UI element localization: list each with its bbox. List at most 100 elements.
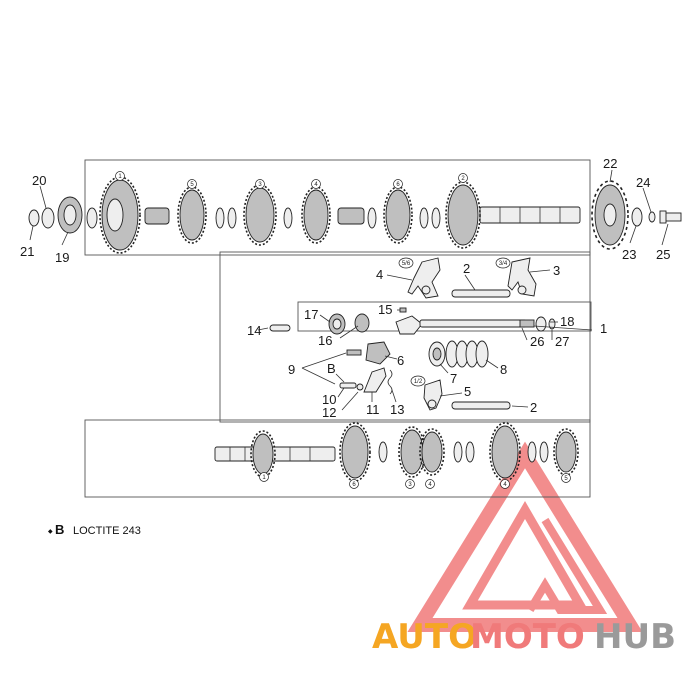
gear-6-selector	[365, 341, 391, 365]
callout-24: 24	[636, 175, 650, 190]
sprocket-22	[591, 180, 629, 250]
callout-10: 10	[322, 392, 336, 407]
svg-text:3/4: 3/4	[499, 261, 508, 267]
bearing-17	[328, 313, 346, 335]
leader-lines	[29, 169, 669, 411]
svg-text:6: 6	[396, 182, 400, 188]
spring-13	[387, 369, 393, 395]
watermark-auto: AUTO	[372, 617, 477, 657]
callout-21: 21	[20, 244, 34, 259]
callout-17: 17	[304, 307, 318, 322]
primary-shaft-assembly	[479, 206, 581, 224]
callout-8: 8	[500, 362, 507, 377]
watermark-text: AUTO MOTO HUB	[372, 617, 676, 657]
washer-24	[648, 211, 656, 223]
gear-top-3	[243, 184, 277, 246]
svg-text:5/6: 5/6	[402, 261, 411, 267]
callout-3: 3	[553, 263, 560, 278]
fork-rod-2-lower	[451, 401, 511, 410]
gear-top-6	[383, 186, 413, 244]
callout-11: 11	[366, 402, 380, 417]
selector-drum	[419, 319, 527, 328]
svg-text:2: 2	[461, 176, 465, 182]
callout-13: 13	[390, 402, 404, 417]
spring-8	[445, 340, 489, 368]
callout-15: 15	[378, 302, 392, 317]
secondary-shaft-frame	[84, 419, 591, 498]
gear-top-2	[445, 181, 481, 249]
callout-14: 14	[247, 323, 261, 338]
callout-18: 18	[560, 314, 574, 329]
svg-text:4: 4	[314, 182, 318, 188]
svg-text:5: 5	[190, 182, 194, 188]
svg-text:1/2: 1/2	[414, 379, 423, 385]
callout-labels: 20 21 19 22 24 23 25 4 2 3 15 17 18 1 14…	[20, 156, 670, 420]
callout-B: B	[327, 361, 336, 376]
callout-1: 1	[600, 321, 607, 336]
washer-21	[28, 209, 40, 227]
selector-drum-frame	[297, 301, 592, 332]
callout-6: 6	[397, 353, 404, 368]
watermark-logo	[407, 441, 643, 632]
gear-bottom-6	[339, 422, 371, 482]
svg-text:4: 4	[428, 482, 432, 488]
washer-27	[548, 318, 556, 330]
fork-rod-2-upper	[451, 289, 511, 298]
gear-bottom-1	[250, 430, 276, 478]
pin-14	[269, 324, 291, 332]
svg-text:3: 3	[408, 482, 412, 488]
callout-19: 19	[55, 250, 69, 265]
callout-27: 27	[555, 334, 569, 349]
gear-marks-bottom: 1 6 3 4 4 5	[259, 472, 571, 489]
svg-text:6: 6	[352, 482, 356, 488]
callout-4: 4	[376, 267, 383, 282]
callout-22: 22	[603, 156, 617, 171]
washer-12	[356, 383, 364, 391]
gear-top-4	[301, 186, 331, 244]
gear-bottom-3-4	[398, 426, 445, 478]
gear-bottom-4	[489, 422, 521, 482]
callout-7: 7	[450, 371, 457, 386]
fork-5	[423, 379, 443, 411]
svg-text:1: 1	[262, 475, 266, 481]
gear-top-5	[177, 186, 207, 244]
legend-symbol: B	[55, 522, 64, 537]
ring-7	[428, 341, 446, 367]
callout-16: 16	[318, 333, 332, 348]
washer-20	[41, 207, 55, 229]
svg-text:4: 4	[503, 482, 507, 488]
primary-shaft-frame	[84, 159, 591, 256]
callout-26: 26	[530, 334, 544, 349]
fork-3	[507, 257, 537, 297]
callout-25: 25	[656, 247, 670, 262]
watermark-hub: HUB	[594, 617, 676, 657]
callout-9: 9	[288, 362, 295, 377]
fork-4	[407, 257, 441, 299]
callout-12: 12	[322, 405, 336, 420]
gear-top-1	[99, 176, 141, 254]
gear-bottom-5	[553, 428, 579, 476]
fork-marks: 5/6 3/4 1/2	[398, 257, 511, 387]
bolt-10	[339, 382, 357, 389]
svg-text:5: 5	[564, 476, 568, 482]
selector-frame	[219, 251, 591, 423]
callout-23: 23	[622, 247, 636, 262]
callout-2-lower: 2	[530, 400, 537, 415]
washer-18	[535, 316, 547, 332]
callout-5: 5	[464, 384, 471, 399]
star-16	[354, 313, 370, 333]
bolt-25	[659, 210, 682, 224]
lever-11	[363, 367, 387, 393]
svg-text:◆: ◆	[48, 529, 53, 535]
legend-loctite: ◆ B LOCTITE 243	[48, 522, 141, 537]
cam-plate-15	[395, 315, 423, 335]
gear-marks-top: 1 5 3 4 6 2	[115, 171, 468, 189]
legend-text: LOCTITE 243	[73, 525, 141, 537]
watermark-moto: MOTO	[470, 617, 585, 657]
washer-23	[631, 207, 643, 227]
callout-20: 20	[32, 173, 46, 188]
svg-text:1: 1	[118, 174, 122, 180]
svg-text:3: 3	[258, 182, 262, 188]
callout-2-upper: 2	[463, 261, 470, 276]
